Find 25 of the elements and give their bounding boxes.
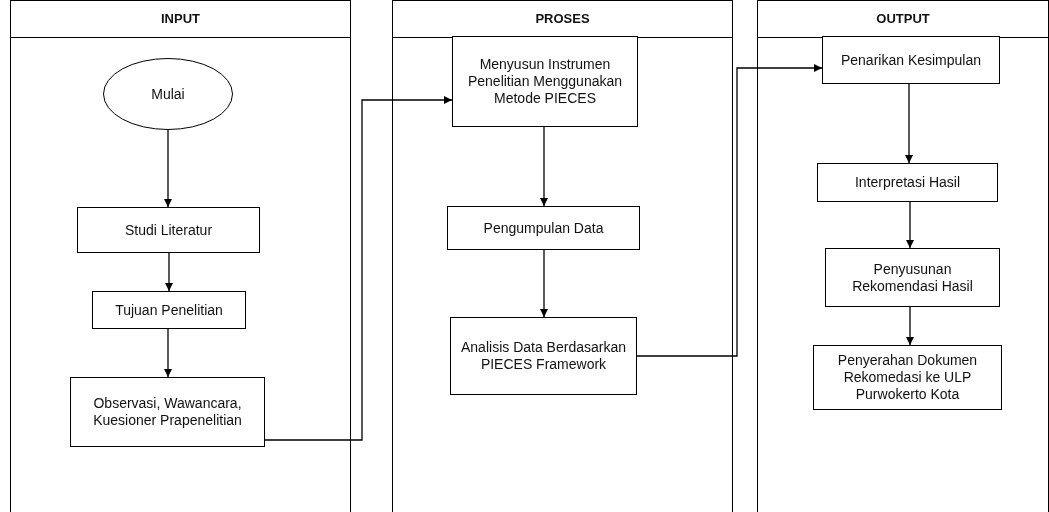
process-box: Interpretasi Hasil — [817, 163, 998, 202]
lane-header: INPUT — [11, 1, 350, 38]
swimlane — [757, 0, 1049, 512]
arrow — [164, 129, 172, 208]
swimlane — [10, 0, 351, 512]
arrow — [905, 83, 913, 164]
arrow — [906, 306, 914, 346]
swimlane — [392, 0, 733, 512]
process-box: Penyerahan Dokumen Rekomedasi ke ULP Purwokerto Kota — [813, 345, 1002, 410]
process-box: Studi Literatur — [77, 207, 260, 253]
start-ellipse: Mulai — [103, 58, 233, 130]
process-box: Pengumpulan Data — [447, 206, 640, 250]
arrow — [636, 64, 823, 357]
arrow — [165, 252, 173, 292]
process-box: Menyusun Instrumen Penelitian Menggunakan Metode PIECES — [452, 36, 638, 127]
arrow — [540, 249, 548, 318]
arrow — [906, 201, 914, 249]
arrow — [540, 126, 548, 207]
process-box: Penarikan Kesimpulan — [822, 36, 1000, 84]
arrow — [264, 96, 453, 441]
process-box: Penyusunan Rekomendasi Hasil — [825, 248, 1000, 307]
process-box: Analisis Data Berdasarkan PIECES Framework — [450, 317, 637, 395]
process-box: Tujuan Penelitian — [92, 291, 246, 329]
arrow — [164, 328, 172, 378]
process-box: Observasi, Wawancara, Kuesioner Prapenelitian — [70, 377, 265, 447]
